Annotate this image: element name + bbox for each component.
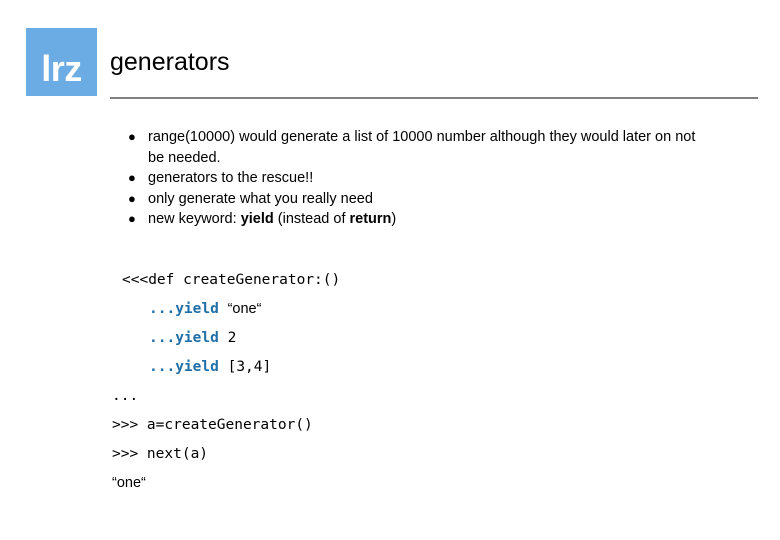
code-line: ...yield [3,4] bbox=[112, 353, 340, 382]
bullet-item: ● new keyword: yield (instead of return) bbox=[128, 209, 708, 230]
bullet-text-run: range(10000) would generate a list of 10… bbox=[148, 129, 696, 166]
code-line: >>> a=createGenerator() bbox=[112, 411, 340, 440]
code-line: >>> next(a) bbox=[112, 440, 340, 469]
bullet-text-emphasis: yield bbox=[240, 211, 274, 227]
code-keyword-yield: yield bbox=[175, 359, 219, 375]
slide-header: lrz generators bbox=[0, 0, 780, 100]
bullet-text-run: generators to the rescue!! bbox=[148, 170, 314, 186]
header-divider bbox=[110, 97, 758, 99]
bullet-text-run: (instead of bbox=[273, 211, 350, 227]
bullet-marker-icon: ● bbox=[128, 170, 136, 185]
bullet-text: only generate what you really need bbox=[148, 191, 373, 207]
bullet-item: ● generators to the rescue!! bbox=[128, 168, 708, 189]
lrz-logo-text: lrz bbox=[41, 48, 82, 89]
code-block: <<<def createGenerator:()...yield “one“.… bbox=[112, 266, 340, 498]
code-line: <<<def createGenerator:() bbox=[112, 266, 340, 295]
lrz-logo: lrz bbox=[26, 28, 97, 96]
bullet-item: ● only generate what you really need bbox=[128, 189, 708, 210]
code-keyword-yield: yield bbox=[175, 330, 219, 346]
bullet-text-run: ) bbox=[391, 211, 397, 227]
code-string-literal: “one“ bbox=[227, 301, 262, 317]
code-string-literal: “one“ bbox=[112, 475, 146, 491]
code-text-run: ... bbox=[112, 388, 139, 404]
code-text-run bbox=[219, 301, 228, 317]
bullet-text-emphasis: return bbox=[349, 211, 392, 227]
bullet-text-run: new keyword: bbox=[148, 211, 241, 227]
bullet-text: range(10000) would generate a list of 10… bbox=[148, 129, 695, 166]
bullet-marker-icon: ● bbox=[128, 211, 136, 226]
bullet-item: ● range(10000) would generate a list of 1… bbox=[128, 127, 708, 168]
code-text-run: <<<def createGenerator:() bbox=[122, 272, 341, 288]
bullet-text-run: only generate what you really need bbox=[148, 190, 373, 207]
page-title: generators bbox=[110, 48, 230, 76]
bullet-marker-icon: ● bbox=[128, 190, 136, 206]
code-line: “one“ bbox=[112, 469, 340, 498]
code-keyword-yield: yield bbox=[175, 301, 219, 317]
code-text-run: [3,4] bbox=[218, 359, 272, 375]
code-text-run: >>> next(a) bbox=[112, 446, 209, 462]
bullet-text: new keyword: yield (instead of return) bbox=[148, 211, 396, 227]
code-text-run: 2 bbox=[218, 330, 237, 346]
code-continuation-dots: ... bbox=[149, 359, 176, 375]
code-line: ... bbox=[112, 382, 340, 411]
code-text-run: >>> a=createGenerator() bbox=[112, 417, 313, 433]
code-line: ...yield “one“ bbox=[112, 295, 340, 324]
bullet-text: generators to the rescue!! bbox=[148, 170, 313, 186]
code-continuation-dots: ... bbox=[149, 301, 176, 317]
code-continuation-dots: ... bbox=[149, 330, 176, 346]
bullet-marker-icon: ● bbox=[128, 129, 136, 144]
bullet-list: ● range(10000) would generate a list of 1… bbox=[128, 127, 708, 230]
code-line: ...yield 2 bbox=[112, 324, 340, 353]
